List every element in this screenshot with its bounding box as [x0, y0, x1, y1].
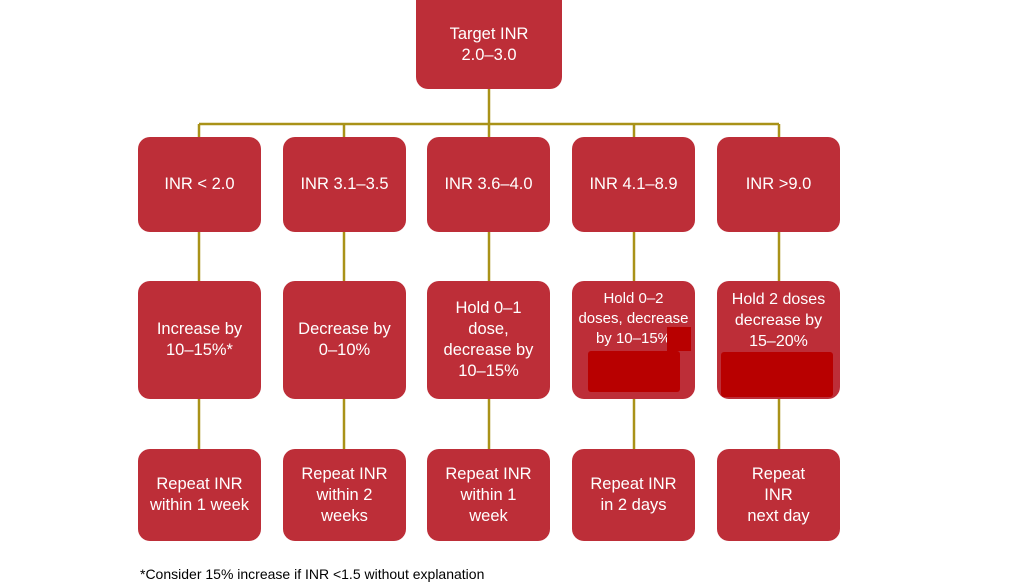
inr-range-label: INR 3.6–4.0 — [444, 175, 533, 193]
repeat-inr-node-4: Repeat INR next day — [717, 449, 840, 541]
inr-range-label: INR >9.0 — [745, 175, 812, 193]
inr-range-node-4: INR >9.0 — [717, 137, 840, 232]
inr-range-node-3: INR 4.1–8.9 — [572, 137, 695, 232]
inr-range-label: INR 3.1–3.5 — [300, 175, 389, 193]
repeat-inr-node-1: Repeat INR within 2 weeks — [283, 449, 406, 541]
repeat-inr-label: Repeat INR within 2 weeks — [301, 464, 388, 525]
repeat-inr-node-3: Repeat INR in 2 days — [572, 449, 695, 541]
inr-range-label: INR < 2.0 — [164, 175, 235, 193]
dose-action-label: Hold 2 doses decrease by 15–20% — [731, 291, 826, 350]
dose-action-node-0: Increase by 10–15%* — [138, 281, 261, 399]
footnote: *Consider 15% increase if INR <1.5 witho… — [140, 566, 485, 582]
repeat-inr-label: Repeat INR in 2 days — [590, 475, 677, 514]
repeat-inr-label: Repeat INR within 1 week — [445, 464, 532, 525]
inr-range-node-0: INR < 2.0 — [138, 137, 261, 232]
repeat-inr-label: Repeat INR within 1 week — [149, 475, 250, 514]
target-inr-label: Target INR 2.0–3.0 — [449, 24, 529, 64]
inr-range-label: INR 4.1–8.9 — [589, 175, 678, 193]
repeat-inr-node-2: Repeat INR within 1 week — [427, 449, 550, 541]
inr-range-node-2: INR 3.6–4.0 — [427, 137, 550, 232]
dose-action-label: Hold 0–2 doses, decrease by 10–15% — [578, 290, 689, 347]
redaction-mark — [721, 352, 833, 397]
redaction-mark — [588, 351, 680, 392]
dose-action-label: Hold 0–1 dose, decrease by 10–15% — [443, 299, 534, 380]
repeat-inr-node-0: Repeat INR within 1 week — [138, 449, 261, 541]
dose-action-node-1: Decrease by 0–10% — [283, 281, 406, 399]
target-inr-node: Target INR 2.0–3.0 — [416, 0, 562, 89]
redaction-mark — [667, 327, 691, 351]
dose-action-label: Decrease by 0–10% — [298, 320, 391, 359]
inr-range-node-1: INR 3.1–3.5 — [283, 137, 406, 232]
repeat-inr-label: Repeat INR next day — [747, 464, 810, 525]
dose-action-node-2: Hold 0–1 dose, decrease by 10–15% — [427, 281, 550, 399]
dose-action-label: Increase by 10–15%* — [156, 320, 243, 359]
